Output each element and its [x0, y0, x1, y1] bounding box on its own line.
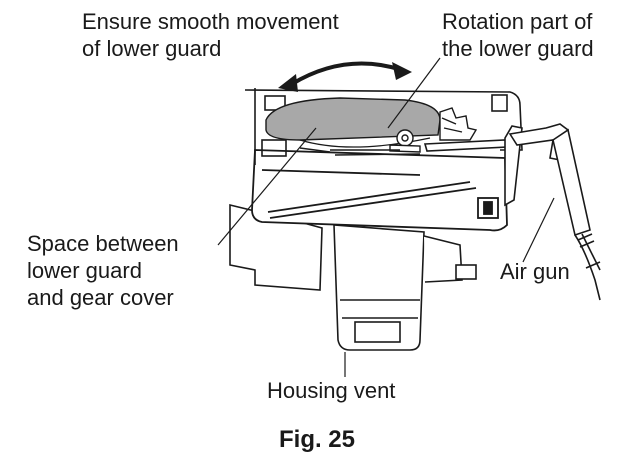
leader-rotation-part [387, 57, 441, 129]
leader-space-between [217, 127, 317, 246]
upper-guard-frame [244, 88, 523, 165]
label-air-gun: Air gun [500, 259, 570, 284]
leader-air-gun [522, 197, 555, 263]
label-ensure-smooth-movement: Ensure smooth movement of lower guard [82, 9, 339, 61]
label-space-between: Space between lower guard and gear cover [27, 231, 179, 310]
leader-lines [217, 57, 555, 377]
saw-blade [439, 107, 478, 141]
air-gun [423, 123, 601, 301]
rotation-bolt [299, 129, 421, 156]
figure-caption: Fig. 25 [278, 426, 356, 453]
label-rotation-part: Rotation part of the lower guard [442, 9, 594, 61]
movement-arrow [278, 61, 412, 92]
motor-housing [229, 203, 477, 351]
lower-guard [265, 97, 441, 148]
label-housing-vent: Housing vent [267, 378, 396, 403]
base-plate [251, 149, 508, 232]
